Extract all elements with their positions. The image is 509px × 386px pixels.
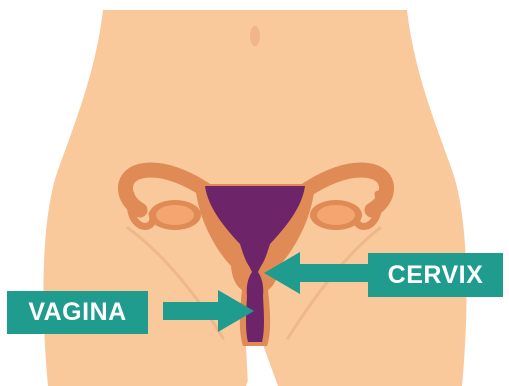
ovary-right-inner (317, 205, 355, 225)
navel (250, 26, 260, 46)
vaginal-opening (246, 346, 264, 386)
ovary-left-inner (156, 205, 194, 225)
vagina-label: VAGINA (7, 291, 148, 334)
cervix-label: CERVIX (368, 253, 503, 297)
